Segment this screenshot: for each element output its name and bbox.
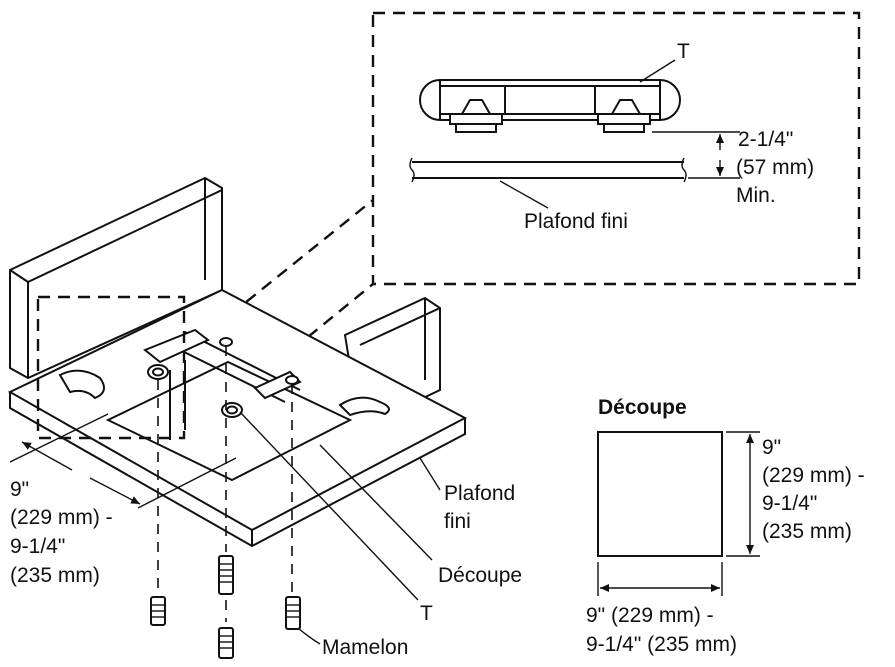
cutout-leader: [319, 444, 433, 561]
nipple-label: Mamelon: [322, 636, 408, 659]
detail-ceiling-leader: [499, 180, 549, 209]
tee-leader: [639, 59, 676, 83]
detail-ceiling-label: Plafond fini: [524, 210, 628, 233]
clearance-text-2: (57 mm): [736, 156, 814, 179]
cutout-square: [597, 431, 723, 557]
main-dim-text-3: 9-1/4": [10, 535, 65, 558]
clearance-text-3: Min.: [736, 184, 776, 207]
detail-frame: [371, 11, 861, 286]
nipple-icon: [285, 596, 301, 630]
nipple-icon: [218, 555, 234, 595]
main-dim-text-1: 9": [10, 478, 29, 501]
nipple-leader: [297, 627, 321, 645]
main-dim-text-4: (235 mm): [10, 564, 100, 587]
detail-marker-box: [36, 295, 186, 440]
ceiling-leader: [419, 457, 441, 491]
cutout-height-4: (235 mm): [762, 520, 852, 543]
main-dimension: [9, 413, 237, 509]
cutout-width-2: 9-1/4" (235 mm): [586, 633, 737, 656]
cutout-width-1: 9" (229 mm) -: [586, 604, 714, 627]
cutout-height-2: (229 mm) -: [762, 464, 865, 487]
clearance-text-1: 2-1/4": [738, 128, 793, 151]
detail-inset: T Plafond fini 2-1/4" (57 mm) Min.: [371, 11, 861, 286]
nipple-icon: [218, 627, 234, 659]
detail-tee-label: T: [677, 40, 690, 63]
cutout-height-1: 9": [762, 436, 781, 459]
detail-ceiling-slab: [409, 157, 687, 183]
nipple-icon: [150, 596, 166, 626]
main-cutout-label: Découpe: [438, 564, 522, 587]
cutout-title: Découpe: [598, 396, 687, 419]
tee-pipe-run: [143, 328, 302, 440]
cutout-height-3: 9-1/4": [762, 492, 817, 515]
tee-leader-main: [239, 411, 419, 601]
main-dim-text-2: (229 mm) -: [10, 506, 113, 529]
main-ceiling-label-2: fini: [444, 510, 471, 533]
main-ceiling-label-1: Plafond: [444, 482, 515, 505]
tee-pipe-assembly: [419, 79, 681, 133]
ceiling-isometric-view: 9" (229 mm) - 9-1/4" (235 mm) Plafond fi…: [7, 176, 522, 659]
ceiling-cutout: [105, 360, 353, 482]
main-tee-label: T: [420, 602, 433, 625]
clearance-dimension: [652, 131, 740, 179]
cutout-detail: Découpe 9" (229 mm) - 9-1/4" (235 mm) 9"…: [586, 396, 865, 656]
